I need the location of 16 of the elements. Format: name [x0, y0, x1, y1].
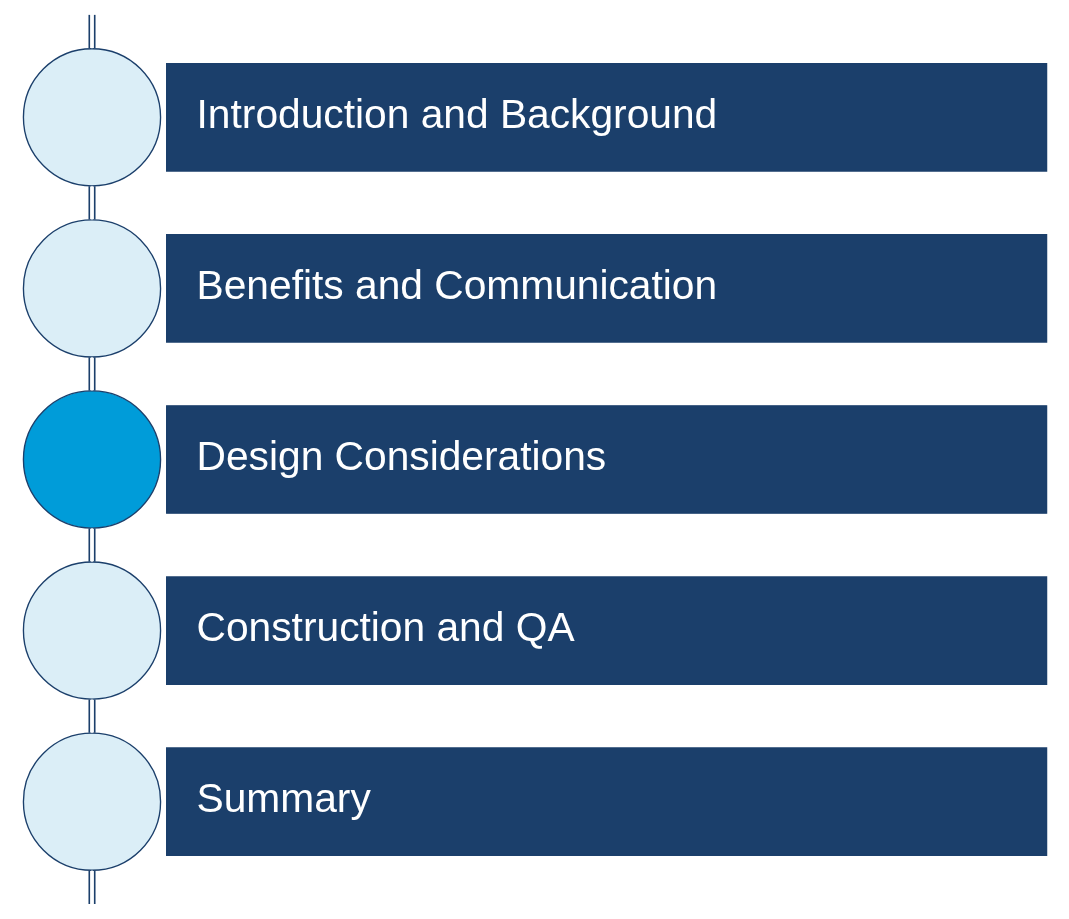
- node-box: Benefits and Communication: [165, 234, 1047, 343]
- node-circle: [22, 561, 161, 700]
- connector: [87, 869, 90, 905]
- node-box: Summary: [165, 747, 1047, 856]
- connector: [87, 14, 90, 50]
- node-circle: [22, 390, 161, 529]
- node-circle: [22, 219, 161, 358]
- node-box: Design Considerations: [165, 405, 1047, 514]
- node-circle: [22, 732, 161, 871]
- connector: [87, 527, 96, 563]
- connector: [87, 698, 96, 734]
- node-box: Construction and QA: [165, 576, 1047, 685]
- connector: [87, 185, 96, 221]
- node-box: Introduction and Background: [165, 63, 1047, 172]
- node-circle: [22, 48, 161, 187]
- connector: [87, 356, 96, 392]
